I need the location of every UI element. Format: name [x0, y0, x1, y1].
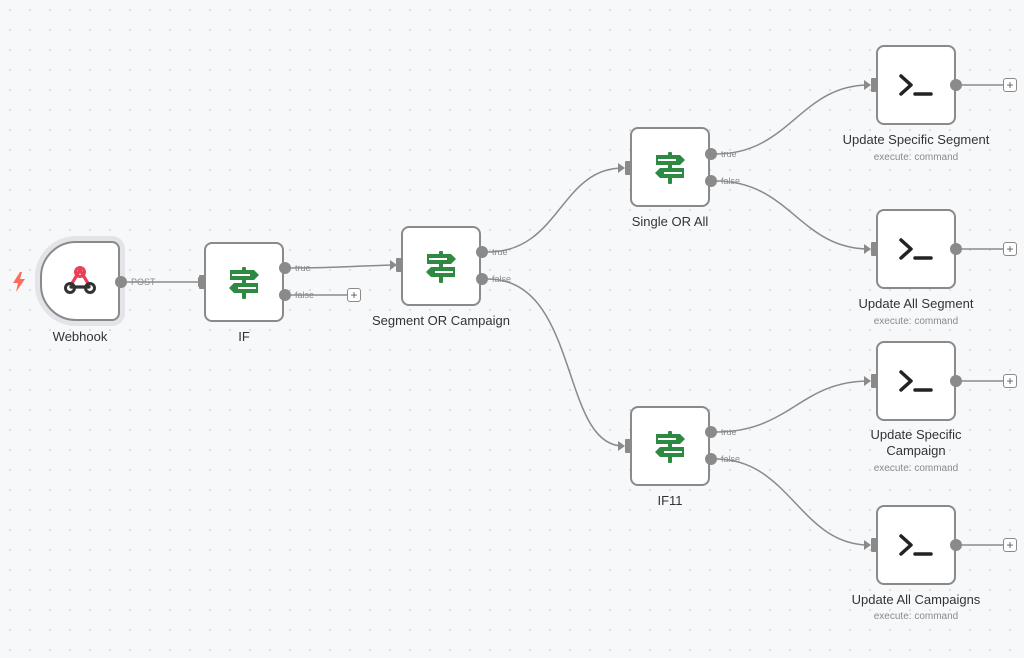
- webhook-output-label: POST: [131, 277, 156, 287]
- update-specific-segment-output-handle[interactable]: [950, 79, 962, 91]
- webhook-node[interactable]: [40, 241, 120, 321]
- arrow-head: [390, 260, 397, 270]
- arrow-head: [618, 441, 625, 451]
- if11-false-label: false: [721, 454, 741, 464]
- update-all-segment-node[interactable]: [876, 209, 956, 289]
- if-input-handle[interactable]: [199, 275, 206, 289]
- segment-or-campaign-true-handle[interactable]: [476, 246, 488, 258]
- update-all-campaigns-add-button[interactable]: +: [1003, 538, 1017, 552]
- update-specific-segment-node[interactable]: [876, 45, 956, 125]
- segment-or-campaign-true-label: true: [492, 247, 508, 257]
- webhook-output-handle[interactable]: [115, 276, 127, 288]
- if11-false-handle[interactable]: [705, 453, 717, 465]
- update-all-segment-add-button[interactable]: +: [1003, 242, 1017, 256]
- if11-true-label: true: [721, 427, 737, 437]
- arrow-head: [864, 80, 871, 90]
- single-or-all-false-handle[interactable]: [705, 175, 717, 187]
- signpost-icon: [426, 251, 456, 283]
- if-true-label: true: [295, 263, 311, 273]
- update-specific-campaign-input-handle[interactable]: [871, 374, 878, 388]
- update-specific-segment-subtitle: execute: command: [873, 152, 959, 163]
- update-specific-campaign-subtitle: execute: command: [873, 463, 959, 474]
- lightning-bolt-icon: [13, 272, 25, 292]
- arrow-head: [864, 244, 871, 254]
- update-specific-segment-add-button[interactable]: +: [1003, 78, 1017, 92]
- segment-or-campaign-false-handle[interactable]: [476, 273, 488, 285]
- segment-or-campaign-node-label: Segment OR Campaign: [371, 313, 510, 328]
- if11-true-handle[interactable]: [705, 426, 717, 438]
- update-all-segment-output-handle[interactable]: [950, 243, 962, 255]
- if-false-add-button[interactable]: +: [347, 288, 361, 302]
- webhook-icon: [64, 266, 96, 294]
- update-specific-segment-label: Update Specific Segment: [842, 132, 990, 147]
- single-or-all-false-label: false: [721, 176, 741, 186]
- update-all-segment-subtitle: execute: command: [873, 316, 959, 327]
- update-all-campaigns-output-handle[interactable]: [950, 539, 962, 551]
- single-or-all-node-label: Single OR All: [631, 214, 709, 229]
- update-all-campaigns-subtitle: execute: command: [873, 611, 959, 622]
- update-all-segment-label: Update All Segment: [858, 296, 974, 311]
- update-specific-campaign-output-handle[interactable]: [950, 375, 962, 387]
- edge-if-true-segment: [289, 264, 396, 269]
- signpost-icon: [229, 267, 259, 299]
- signpost-icon: [655, 152, 685, 184]
- arrow-head: [864, 376, 871, 386]
- signpost-icon: [655, 431, 685, 463]
- single-or-all-true-handle[interactable]: [705, 148, 717, 160]
- arrow-head: [618, 163, 625, 173]
- terminal-icon: [899, 238, 933, 260]
- terminal-icon: [899, 370, 933, 392]
- update-specific-segment-input-handle[interactable]: [871, 78, 878, 92]
- update-all-campaigns-input-handle[interactable]: [871, 538, 878, 552]
- single-or-all-node[interactable]: [630, 127, 710, 207]
- segment-or-campaign-node[interactable]: [401, 226, 481, 306]
- webhook-node-label: Webhook: [52, 329, 108, 344]
- update-all-segment-input-handle[interactable]: [871, 242, 878, 256]
- segment-or-campaign-false-label: false: [492, 274, 512, 284]
- if-true-handle[interactable]: [279, 262, 291, 274]
- if-node-label: IF: [238, 329, 250, 344]
- segment-or-campaign-input-handle[interactable]: [396, 258, 403, 272]
- if-false-label: false: [295, 290, 315, 300]
- edge-single-false-all-segment: [715, 180, 870, 250]
- terminal-icon: [899, 74, 933, 96]
- update-all-campaigns-label: Update All Campaigns: [851, 592, 981, 607]
- update-specific-campaign-add-button[interactable]: +: [1003, 374, 1017, 388]
- if-false-handle[interactable]: [279, 289, 291, 301]
- if-node[interactable]: [204, 242, 284, 322]
- edge-single-true-specific-segment: [715, 84, 870, 155]
- update-specific-campaign-label: Update Specific Campaign: [870, 427, 962, 458]
- terminal-icon: [899, 534, 933, 556]
- update-all-campaigns-node[interactable]: [876, 505, 956, 585]
- if11-input-handle[interactable]: [625, 439, 632, 453]
- if11-node[interactable]: [630, 406, 710, 486]
- edge-if11-true-specific-campaign: [715, 380, 870, 433]
- edge-if11-false-all-campaigns: [715, 458, 870, 546]
- edge-segment-false-if11: [487, 278, 624, 447]
- if11-node-label: IF11: [657, 493, 683, 508]
- single-or-all-true-label: true: [721, 149, 737, 159]
- single-or-all-input-handle[interactable]: [625, 161, 632, 175]
- update-specific-campaign-node[interactable]: [876, 341, 956, 421]
- edge-segment-true-single: [487, 167, 624, 253]
- arrow-head: [864, 540, 871, 550]
